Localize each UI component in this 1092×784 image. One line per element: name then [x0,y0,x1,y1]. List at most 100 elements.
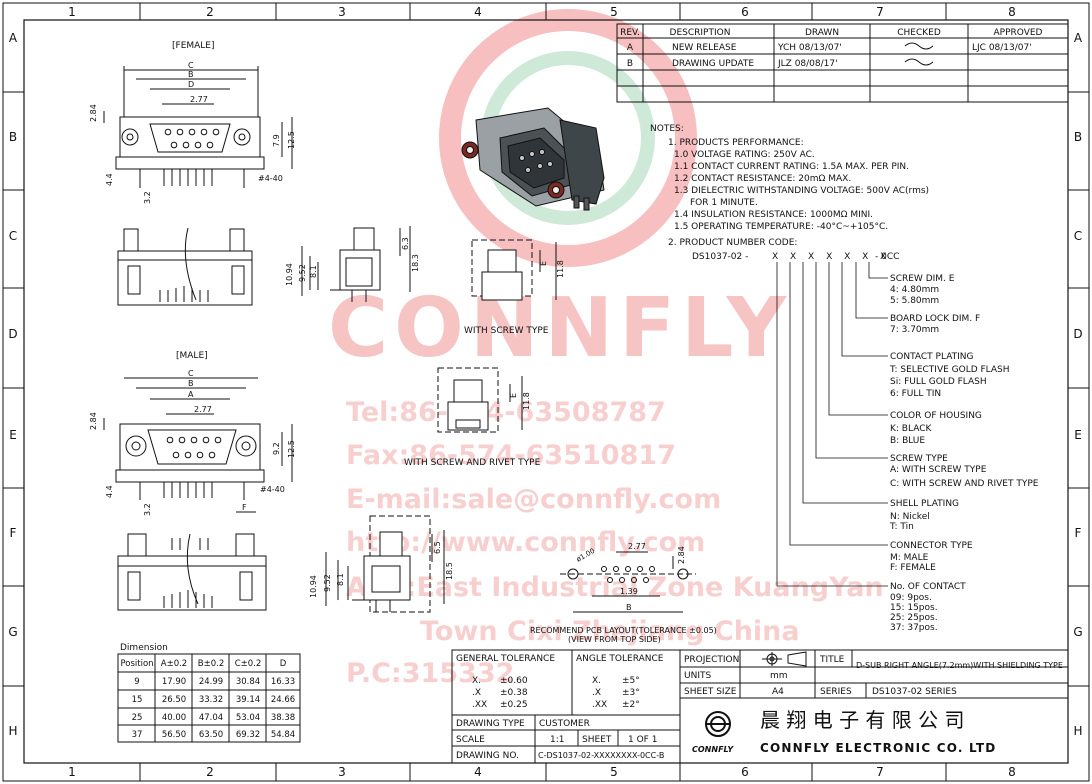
units-value: mm [770,671,788,681]
female-bottom-view [117,227,253,306]
female-front-view: [FEMALE] C B D 2.77 2.84 7.9 12.5 4.4 3 [89,41,296,204]
row-label: E [1074,428,1082,442]
title-label: TITLE [819,655,845,665]
notes-line: 1.5 OPERATING TEMPERATURE: -40°C~+105°C. [674,222,888,232]
column-label: 8 [1008,765,1016,779]
dim-table-cell: 54.84 [271,730,295,740]
dim-table-cell: 39.14 [236,695,260,705]
sheet-size-label: SHEET SIZE [684,687,737,697]
row-label: C [9,229,17,243]
male-front-view: [MALE] C B A 2.77 2.84 9.2 12.5 4.4 3.2 … [89,351,296,516]
code-group-item: 09: 9pos. [890,593,932,603]
code-group-title: COLOR OF HOUSING [890,411,982,421]
dim-118: 11.8 [556,260,565,278]
sheet-size-value: A4 [772,687,784,697]
code-group-item: 37: 37pos. [890,623,938,633]
row-label: A [9,31,18,45]
row-label: F [10,526,17,540]
pcb-subtitle: (VIEW FROM TOP SIDE) [568,635,661,644]
ang-tol-val: ±3° [622,688,640,698]
column-label: 6 [741,5,749,19]
dim-81: 8.1 [336,573,345,586]
column-label: 7 [876,765,884,779]
dim-table-cell: 15 [132,695,143,705]
gen-tol-val: ±0.38 [500,688,528,698]
code-group-title: CONNECTOR TYPE [890,541,973,551]
dim-C: C [188,61,194,70]
code-leaders [776,262,888,587]
revision-table [616,23,1069,103]
dim-44: 4.4 [105,485,114,498]
series-label: SERIES [820,687,852,697]
side-view-screw-rivet: E 11.8 WITH SCREW AND RIVET TYPE 10.94 9… [309,367,541,613]
row-label: B [1074,130,1082,144]
row-label: F [1075,526,1082,540]
title-block-text: GENERAL TOLERANCE ANGLE TOLERANCE X. ±0.… [456,654,1063,761]
column-label: 7 [876,5,884,19]
drawing-no-value: C-DS1037-02-XXXXXXXX-0CC-B [538,751,664,760]
column-label: 3 [338,5,346,19]
row-label: C [1074,229,1082,243]
code-group-title: CONTACT PLATING [890,352,974,362]
dim-table-cell: 33.32 [199,695,223,705]
border-ticks [3,3,1089,781]
product-code-prefix: DS1037-02 - [692,252,748,262]
dim-81: 8.1 [309,265,318,278]
angle-tolerance-label: ANGLE TOLERANCE [576,654,664,664]
column-label: 2 [206,765,214,779]
drawing-type-label: DRAWING TYPE [456,719,525,729]
code-group-item: A: WITH SCREW TYPE [890,465,987,475]
dim-E: E [539,261,548,266]
watermark-line: E-mail:sale@connfly.com [346,484,721,515]
notes-line: 1.2 CONTACT RESISTANCE: 20mΩ MAX. [674,174,851,184]
code-group-item: 25: 25pos. [890,613,938,623]
scale-label: SCALE [456,735,485,745]
dim-table-header: D [280,659,287,669]
code-group-item: 7: 3.70mm [890,325,939,335]
code-group-item: N: Nickel [890,512,930,522]
column-label: 1 [68,5,76,19]
gen-tol-val: ±0.60 [500,676,528,686]
rev-header: DRAWN [805,28,839,38]
code-group-item: 15: 15pos. [890,603,938,613]
dim-185: 18.5 [445,562,454,580]
dim-284: 2.84 [89,104,98,122]
code-group-item: K: BLACK [890,424,932,434]
dim-32: 3.2 [143,191,152,204]
rev-cell: DRAWING UPDATE [672,59,754,69]
female-label: [FEMALE] [172,41,215,51]
gen-tol-key: X. [472,676,481,686]
rev-header: APPROVED [994,28,1043,38]
connector-3d-view [461,107,605,211]
rev-cell: A [627,43,634,53]
column-label: 4 [474,5,482,19]
dim-table-header: B±0.2 [198,659,224,669]
drawing-no-label: DRAWING NO. [456,751,519,761]
company-name-en: CONNFLY ELECTRONIC CO. LTD [760,741,996,755]
dim-table-cell: 40.00 [162,713,186,723]
notes-line: 1.4 INSULATION RESISTANCE: 1000MΩ MINI. [674,210,873,220]
code-group-item: C: WITH SCREW AND RIVET TYPE [890,479,1039,489]
dim-79: 7.9 [272,134,281,147]
drawing-type-value: CUSTOMER [539,719,590,729]
dim-65: 6.5 [433,541,442,554]
notes: NOTES: 1. PRODUCTS PERFORMANCE: 1.0 VOLT… [650,124,929,262]
code-group-item: 4: 4.80mm [890,285,939,295]
dim-440: #4-40 [258,174,283,183]
notes-line: 1. PRODUCTS PERFORMANCE: [668,138,804,148]
row-label: D [1073,327,1082,341]
dim-table-cell: 63.50 [199,730,223,740]
dim-B: B [188,70,194,79]
pcb-title: RECOMMEND PCB LAYOUT(TOLERANCE ±0.05) [530,626,717,635]
row-label: D [8,327,17,341]
revision-table-text: REV. DESCRIPTION DRAWN CHECKED APPROVED … [620,28,1042,69]
code-group-item: M: MALE [890,553,929,563]
watermark-line: Tel:86-574-63508787 [346,397,666,428]
projection-label: PROJECTION [684,655,739,665]
column-label: 5 [610,765,618,779]
dim-table-header: Position [120,659,153,669]
dim-table-cell: 24.99 [199,677,223,687]
column-label: 5 [610,5,618,19]
rev-cell: LJC 08/13/07' [972,43,1032,53]
dim-B: B [188,379,194,388]
